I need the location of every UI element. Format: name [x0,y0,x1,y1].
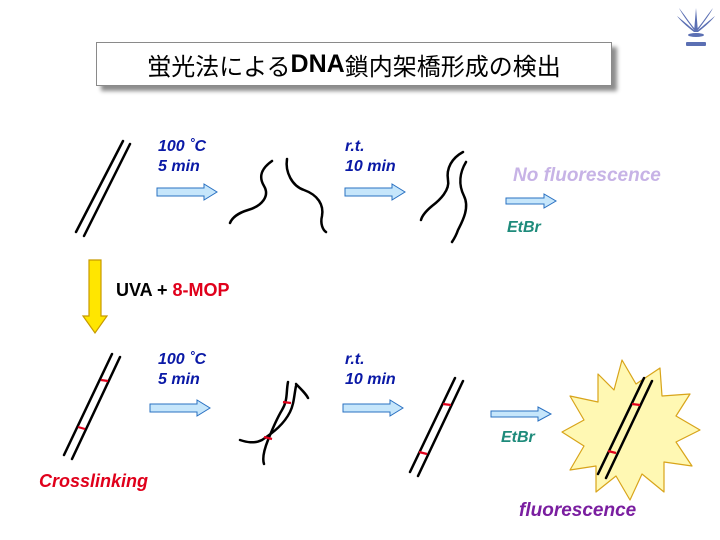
bottom-step2-cond: r.t. [345,351,365,368]
top-step2-time: 10 min [345,158,396,175]
etbr-label-bottom: EtBr [501,429,535,446]
title-dna: DNA [290,49,345,78]
crosslinking-label: Crosslinking [39,471,149,491]
university-logo-icon [677,8,715,46]
bottom-step2-label: r.t. 10 min [345,350,396,390]
top-step2-label: r.t. 10 min [345,137,396,177]
dsdna-top [74,139,132,238]
etbr-label-top: EtBr [507,219,541,236]
top-step1-label: 100 ˚C 5 min [158,137,206,177]
etbr-arrow-top [505,193,557,209]
title-suffix: 鎖内架橋形成の検出 [344,52,561,81]
top-step1-temp: 100 ˚C [158,138,207,155]
bottom-step2-time: 10 min [345,371,396,388]
treatment-label: UVA + 8-MOP [116,280,230,301]
renatured-dsdna [408,376,465,478]
process-arrow-2 [344,183,406,201]
crosslinked-denatured [238,380,310,466]
fluorescence-label: fluorescence [519,500,637,521]
bottom-step1-time: 5 min [158,371,200,388]
top-step1-time: 5 min [158,158,200,175]
process-arrow-1 [156,183,218,201]
crosslinked-dsdna [62,352,122,461]
bottom-step1-label: 100 ˚C 5 min [158,350,206,390]
mop-text: 8-MOP [172,280,230,300]
single-strands [419,150,468,244]
title-prefix: 蛍光法による [147,52,291,81]
bottom-step1-temp: 100 ˚C [158,351,207,368]
etbr-arrow-bottom [490,406,553,422]
denatured-strands [228,157,328,234]
no-fluorescence-label: No fluorescence [513,165,661,186]
fluorescence-burst [561,359,701,501]
process-arrow-4 [342,399,404,417]
top-step2-cond: r.t. [345,138,365,155]
fluorescent-dsdna [596,376,654,480]
process-arrow-3 [149,399,211,417]
uva-text: UVA + [116,280,173,300]
treatment-arrow [81,259,109,335]
